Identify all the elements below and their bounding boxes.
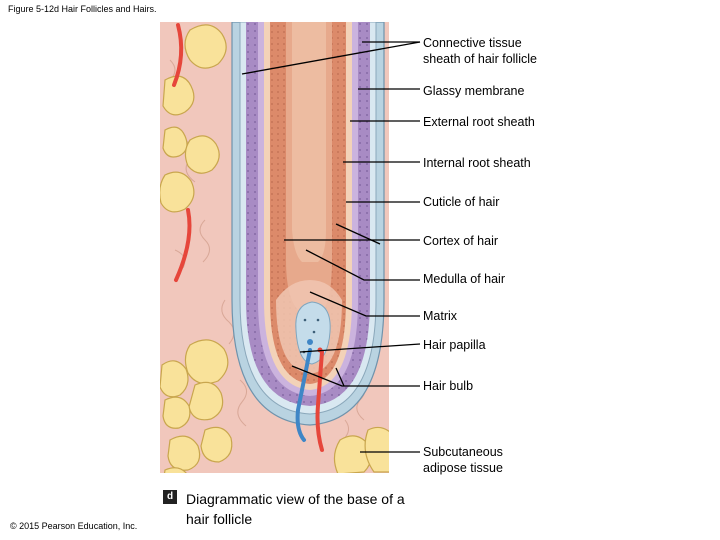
figure-title: Figure 5-12d Hair Follicles and Hairs. [8,4,157,14]
adipose-cells-lower [160,339,233,473]
label-matrix: Matrix [423,309,458,323]
label-medulla-of-hair: Medulla of hair [423,272,505,286]
copyright-notice: © 2015 Pearson Education, Inc. [10,521,138,531]
label-hair-bulb: Hair bulb [423,379,474,393]
papilla-capillary-blue [307,339,313,345]
panel-tag: d [163,490,177,504]
label-cuticle-of-hair: Cuticle of hair [423,195,500,209]
panel-caption: Diagrammatic view of the base of a hair … [186,491,405,527]
artery [315,350,324,452]
leader-lines [241,41,421,453]
label-internal-root-sheath: Internal root sheath [423,156,531,170]
artery-upper [172,23,184,87]
label-hair-papilla: Hair papilla [423,338,486,352]
label-external-root-sheath: External root sheath [423,115,535,129]
vein [295,348,312,442]
label-cortex-of-hair: Cortex of hair [423,234,499,248]
adipose-cells-upper [160,24,227,213]
artery-left [174,208,192,282]
adipose-cells-right [333,426,389,473]
label-glassy-membrane: Glassy membrane [423,84,525,98]
